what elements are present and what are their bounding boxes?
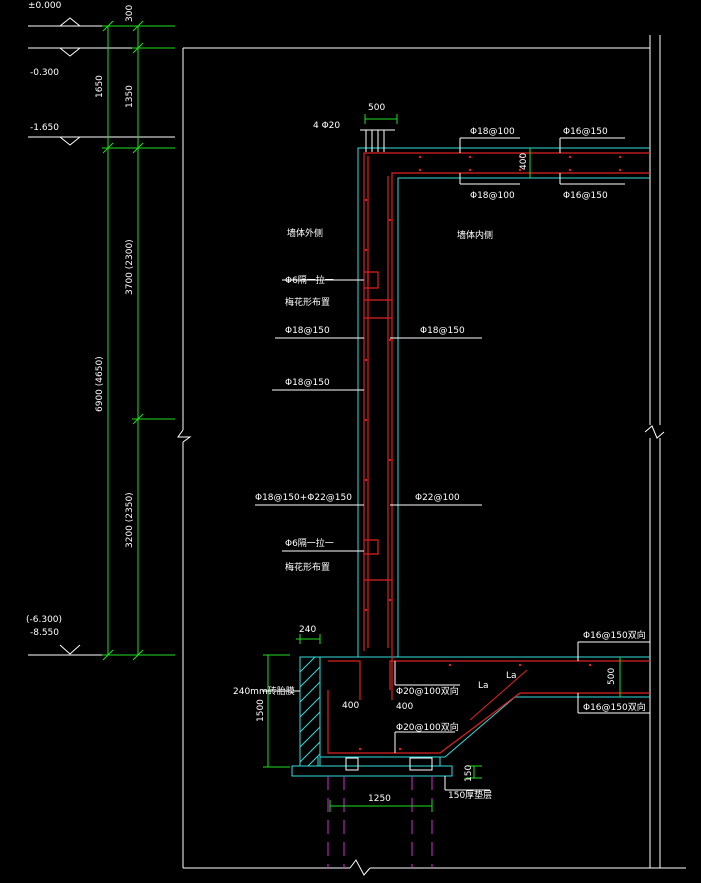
rebar-lines: [327, 152, 650, 754]
label-4d20: 4 Φ20: [313, 121, 340, 131]
label-tie-1b: 梅花形布置: [285, 296, 330, 308]
label-slab-bot-bar: Φ16@150双向: [583, 701, 646, 713]
elevation-0: ±0.000: [28, 1, 62, 11]
dim-400-top: 400: [519, 153, 529, 170]
label-top-slab-bot-left: Φ18@100: [470, 191, 515, 201]
label-wall-ext-bar-1: Φ18@150: [285, 326, 330, 336]
vertical-dimension-lines: [102, 20, 175, 661]
dim-1350: 1350: [125, 85, 135, 108]
base-leaders: [262, 641, 650, 791]
label-la-2: La: [506, 671, 517, 681]
rebar-dots: [358, 155, 622, 751]
label-wall-int-bar-1: Φ18@150: [420, 326, 465, 336]
anchorage-lines: [469, 669, 528, 721]
elevation-triangle-icon: [59, 644, 81, 655]
dim-1250: 1250: [368, 794, 391, 804]
label-tie-2a: Φ6隔一拉一: [285, 537, 334, 549]
elevation-triangle-icon: [59, 17, 81, 27]
elevation-minus-1650: -1.650: [30, 123, 59, 133]
label-wall-ext-bar-2: Φ18@150: [285, 378, 330, 388]
pile-caps: [345, 757, 433, 771]
label-wall-outer: 墙体外侧: [287, 227, 323, 239]
dim-6900: 6900 (4650): [95, 356, 105, 412]
brick-formwork: [299, 656, 321, 767]
piles: [327, 776, 433, 868]
dim-1650: 1650: [95, 75, 105, 98]
label-slab-top-bar: Φ16@150双向: [583, 629, 646, 641]
base-dimension-lines: [263, 634, 621, 812]
label-wall-inner: 墙体内侧: [457, 229, 493, 241]
elevation-triangle-icon: [59, 47, 81, 57]
dim-3200: 3200 (2350): [125, 492, 135, 548]
dim-240: 240: [299, 625, 316, 635]
label-cushion: 150厚垫层: [448, 789, 492, 801]
dim-400-base-b: 400: [396, 702, 413, 712]
label-base-bar-b: Φ20@100双向: [396, 721, 459, 733]
label-tie-1a: Φ6隔一拉一: [285, 274, 334, 286]
elevation-minus-8550: -8.550: [30, 628, 59, 638]
dim-1500: 1500: [256, 699, 266, 722]
label-wall-ext-bar-3: Φ18@150+Φ22@150: [255, 493, 352, 503]
annotation-leaders: [255, 114, 625, 552]
label-tie-2b: 梅花形布置: [285, 561, 330, 573]
label-top-slab-bot-right: Φ16@150: [563, 191, 608, 201]
label-wall-int-bar-3: Φ22@100: [415, 493, 460, 503]
dim-400-base: 400: [342, 701, 359, 711]
dim-150: 150: [464, 765, 474, 782]
dim-300: 300: [125, 5, 135, 22]
label-base-bar-a: Φ20@100双向: [396, 685, 459, 697]
dim-500-base: 500: [607, 668, 617, 685]
dim-3700: 3700 (2300): [125, 239, 135, 295]
elevation-minus-6300: (-6.300): [26, 615, 62, 625]
label-top-slab-top-right: Φ16@150: [563, 127, 608, 137]
elevation-minus-0300: -0.300: [30, 68, 59, 78]
drawing-frame: [177, 35, 686, 876]
label-top-slab-top-left: Φ18@100: [470, 127, 515, 137]
elevation-markers: [28, 17, 175, 656]
label-la-1: La: [478, 681, 489, 691]
label-brick-formwork: 240mm砖胎膜: [233, 685, 295, 697]
dim-500-top: 500: [368, 103, 385, 113]
concrete-outline: [291, 147, 650, 777]
elevation-triangle-icon: [59, 136, 81, 146]
